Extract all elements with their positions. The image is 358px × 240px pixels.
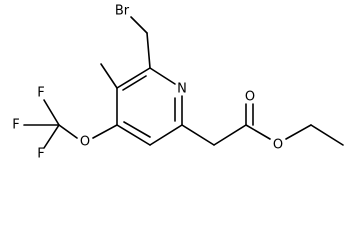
bond-c4-o [92,124,118,139]
bond-c2-c3-inner [122,75,147,91]
bond-c4-c5 [116,124,151,146]
atom-br: Br [115,4,130,19]
atom-labels: Br N O O O F F F [12,4,283,159]
molecule-drawing: Br N O O O F F F [12,4,344,159]
bond-c-f3 [43,124,60,149]
bond-ethyl-ch3 [310,124,344,146]
bond-carbonyl-oester [245,124,271,140]
bond-o-cf3 [58,124,78,139]
bond-c4-c5-inner [123,121,151,138]
bond-ch2-br [130,16,148,34]
bonds [23,16,344,149]
atom-o-ester: O [273,138,283,153]
bond-c2-n [149,67,176,85]
bond-c6-ch2 [181,124,215,146]
bond-oester-ch2 [285,124,312,140]
bond-c-f1 [43,99,60,126]
bond-c3-methyl [100,63,118,89]
atom-o-ether: O [80,135,90,150]
bond-ch2-carbonyl [213,124,247,146]
structure-diagram: Br N O O O F F F [12,4,344,159]
atom-f1: F [37,86,44,101]
atom-n: N [177,82,187,97]
bond-c5-c6 [149,124,183,146]
atom-f2: F [12,118,19,133]
atom-o-carbonyl: O [245,90,255,105]
bond-c2-c3 [116,67,151,89]
bond-ring-ch2 [146,32,151,69]
atom-f3: F [37,147,44,159]
